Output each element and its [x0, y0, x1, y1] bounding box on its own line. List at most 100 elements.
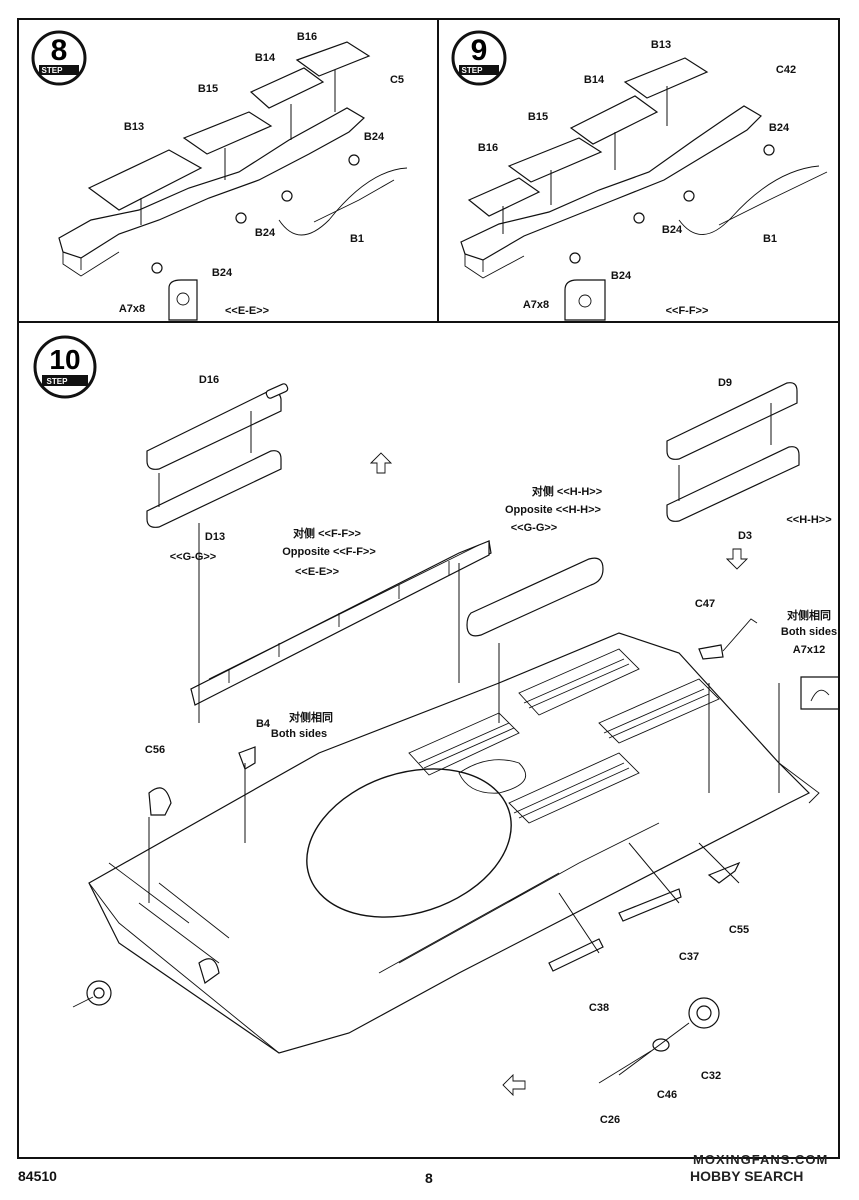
part-c55 [707, 861, 741, 884]
cover-d9 [666, 382, 798, 460]
page-number: 8 [425, 1170, 433, 1186]
step-9-panel: 9 STEP B13 C42 B14 B15 B24 B16 B24 B1 B2… [437, 18, 840, 323]
plate-b15 [507, 137, 603, 183]
part-c26 [598, 1050, 652, 1084]
svg-text:<<E-E>>: <<E-E>> [295, 566, 339, 578]
step-10-diagram: 10 STEP [33, 335, 838, 1126]
plate-b13 [87, 149, 203, 211]
svg-text:C47: C47 [695, 598, 715, 610]
exhaust-cylinder [466, 557, 604, 637]
detail-inset [564, 279, 606, 321]
svg-text:B24: B24 [662, 224, 683, 236]
svg-text:C37: C37 [679, 951, 699, 963]
svg-text:<<F-F>>: <<F-F>> [666, 305, 709, 317]
turret-ring [306, 768, 512, 918]
bottom-left-mount [72, 980, 112, 1008]
mount-left [198, 958, 220, 984]
svg-text:<<H-H>>: <<H-H>> [786, 514, 831, 526]
svg-text:Opposite <<H-H>>: Opposite <<H-H>> [505, 504, 601, 516]
svg-text:C56: C56 [145, 744, 165, 756]
part-c38 [548, 938, 604, 972]
svg-text:对侧 <<H-H>>: 对侧 <<H-H>> [532, 484, 602, 498]
svg-text:STEP: STEP [47, 377, 69, 386]
headlight-c32 [688, 997, 720, 1029]
svg-text:STEP: STEP [42, 66, 64, 75]
svg-text:C42: C42 [776, 64, 796, 76]
svg-text:B14: B14 [255, 52, 276, 64]
svg-text:8: 8 [51, 34, 68, 67]
cover-d3 [666, 446, 800, 522]
fitting-b4 [238, 746, 256, 770]
svg-text:B1: B1 [763, 233, 777, 245]
svg-text:B16: B16 [297, 31, 317, 43]
svg-text:STEP: STEP [462, 66, 484, 75]
svg-text:B14: B14 [584, 74, 605, 86]
svg-text:B24: B24 [769, 122, 790, 134]
cover-d13 [146, 450, 282, 528]
svg-text:B15: B15 [198, 83, 218, 95]
svg-text:<<G-G>>: <<G-G>> [170, 551, 216, 563]
part-c37 [618, 888, 682, 922]
svg-text:D16: D16 [199, 374, 219, 386]
svg-text:Both sides: Both sides [781, 626, 837, 638]
detail-inset [168, 279, 198, 321]
svg-text:B1: B1 [350, 233, 364, 245]
plate-b16 [467, 177, 541, 217]
step-9-badge: 9 STEP [451, 30, 507, 86]
svg-text:<<E-E>>: <<E-E>> [225, 305, 269, 317]
fender-assembly [58, 107, 365, 259]
view-arrow-bottom [502, 1073, 526, 1097]
plate-b14 [249, 67, 325, 109]
svg-text:A7x8: A7x8 [523, 299, 549, 311]
svg-text:D9: D9 [718, 377, 732, 389]
step-8-panel: 8 STEP B16 B14 B15 C5 B13 B24 B24 B1 [17, 18, 439, 323]
plate-b14 [569, 95, 659, 145]
watermark-site: MOXINGFANS.COM [693, 1152, 829, 1167]
fitting-c56 [148, 787, 172, 816]
svg-text:B24: B24 [255, 227, 276, 239]
fitting-c47 [698, 644, 724, 660]
svg-text:对侧相同: 对侧相同 [289, 710, 333, 724]
svg-text:B16: B16 [478, 142, 498, 154]
plate-b13 [623, 57, 709, 99]
step-10-panel: 10 STEP [17, 321, 840, 1159]
fender-assembly [460, 105, 762, 261]
step-10-badge: 10 STEP [33, 335, 97, 399]
svg-text:C5: C5 [390, 74, 404, 86]
svg-text:D3: D3 [738, 530, 752, 542]
svg-text:B13: B13 [124, 121, 144, 133]
svg-text:B4: B4 [256, 718, 271, 730]
view-arrow-top [369, 452, 393, 474]
detail-inset-a7 [800, 676, 838, 710]
step-8-diagram: 8 STEP B16 B14 B15 C5 B13 B24 B24 B1 [31, 30, 408, 321]
svg-text:对侧相同: 对侧相同 [787, 608, 831, 622]
engine-grilles [408, 648, 720, 824]
svg-text:A7x8: A7x8 [119, 303, 145, 315]
svg-text:B24: B24 [364, 131, 385, 143]
step-8-badge: 8 STEP [31, 30, 87, 86]
svg-text:Both sides: Both sides [271, 728, 327, 740]
svg-text:C55: C55 [729, 924, 749, 936]
part-c46 [652, 1038, 670, 1052]
plate-b15 [182, 111, 273, 155]
svg-text:C32: C32 [701, 1070, 721, 1082]
svg-text:A7x12: A7x12 [793, 644, 825, 656]
svg-text:B15: B15 [528, 111, 548, 123]
svg-text:B13: B13 [651, 39, 671, 51]
svg-text:<<G-G>>: <<G-G>> [511, 522, 557, 534]
svg-text:Opposite <<F-F>>: Opposite <<F-F>> [282, 546, 376, 558]
svg-text:对侧 <<F-F>>: 对侧 <<F-F>> [293, 526, 361, 540]
step-9-diagram: 9 STEP B13 C42 B14 B15 B24 B16 B24 B1 B2… [451, 30, 828, 321]
svg-text:10: 10 [49, 344, 80, 375]
svg-text:9: 9 [471, 34, 488, 67]
svg-text:B24: B24 [611, 270, 632, 282]
svg-text:C46: C46 [657, 1089, 677, 1101]
svg-text:C26: C26 [600, 1114, 620, 1126]
svg-text:B24: B24 [212, 267, 233, 279]
svg-text:C38: C38 [589, 1002, 609, 1014]
watermark-brand: HOBBY SEARCH [690, 1168, 804, 1184]
center-hatch [458, 759, 527, 794]
view-arrow-right [725, 548, 749, 570]
kit-code: 84510 [18, 1168, 57, 1184]
svg-text:D13: D13 [205, 531, 225, 543]
